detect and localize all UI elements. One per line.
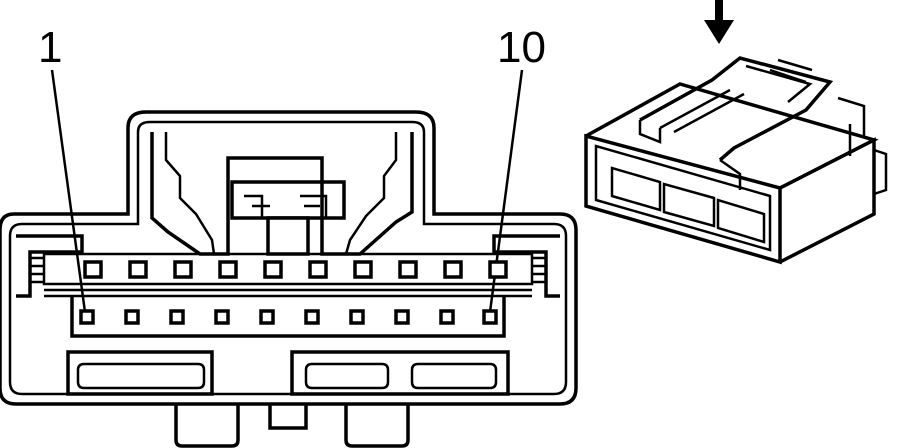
- terminal-pin: [304, 309, 320, 325]
- left-rail: [16, 234, 84, 298]
- right-rail-teeth: [532, 256, 546, 284]
- connector-outer-shell: [0, 110, 578, 406]
- iso-latch-ridge: [639, 56, 834, 162]
- top-cavity: [263, 260, 283, 279]
- pin-1-leader: [50, 69, 87, 313]
- terminal-channel: [70, 296, 506, 338]
- latch-tab: [266, 216, 310, 256]
- terminal-pin: [394, 309, 410, 325]
- latch-left-detail: [164, 132, 216, 255]
- bottom-key-left-inner: [76, 362, 206, 390]
- top-cavity: [218, 260, 238, 279]
- iso-latch-step: [638, 120, 742, 190]
- top-cavity: [443, 260, 463, 279]
- pin-10-label: 10: [497, 23, 546, 72]
- arrow-down-icon: [704, 0, 734, 44]
- terminal-row: [79, 309, 498, 325]
- terminal-pin: [79, 309, 95, 325]
- iso-side-ribs: [837, 96, 888, 196]
- right-rail: [492, 234, 560, 298]
- terminal-pin: [349, 309, 365, 325]
- top-cavity: [128, 260, 148, 279]
- connector-face-view: [0, 110, 578, 448]
- latch-hooks: [244, 194, 328, 218]
- latch-right-detail: [344, 132, 398, 255]
- bottom-foot-left: [174, 404, 240, 448]
- bottom-key-left: [66, 350, 214, 396]
- terminal-pin: [259, 309, 275, 325]
- bottom-key-right-inner-b: [410, 362, 498, 390]
- latch-housing: [150, 132, 414, 256]
- terminal-pin: [124, 309, 140, 325]
- terminal-pin: [214, 309, 230, 325]
- pin-1-label: 1: [38, 23, 62, 72]
- top-cavity: [353, 260, 373, 279]
- bottom-foot-center: [268, 404, 308, 430]
- iso-front-inner: [594, 144, 772, 252]
- iso-latch-channel: [659, 58, 813, 134]
- top-cavity: [173, 260, 193, 279]
- top-cavity: [398, 260, 418, 279]
- iso-cavity-right: [716, 198, 766, 244]
- bottom-foot-right: [344, 404, 410, 448]
- iso-cavity-mid: [662, 182, 716, 228]
- terminal-pin: [439, 309, 455, 325]
- iso-cavity-left: [610, 166, 662, 212]
- connector-isometric-view: [584, 56, 888, 265]
- left-rail-teeth: [30, 256, 44, 284]
- iso-front-face: [584, 133, 782, 265]
- connector-inner-shell: [8, 120, 568, 396]
- bottom-key-right: [290, 350, 510, 396]
- bottom-key-right-inner-a: [304, 362, 390, 390]
- top-cavity: [83, 260, 103, 279]
- latch-bar: [230, 180, 346, 220]
- terminal-pin: [482, 309, 498, 325]
- top-cavity: [488, 260, 508, 279]
- top-cavity-row: [83, 260, 508, 279]
- top-cavity: [308, 260, 328, 279]
- terminal-pin: [169, 309, 185, 325]
- iso-side-face: [779, 137, 876, 264]
- cavity-strip: [42, 252, 534, 286]
